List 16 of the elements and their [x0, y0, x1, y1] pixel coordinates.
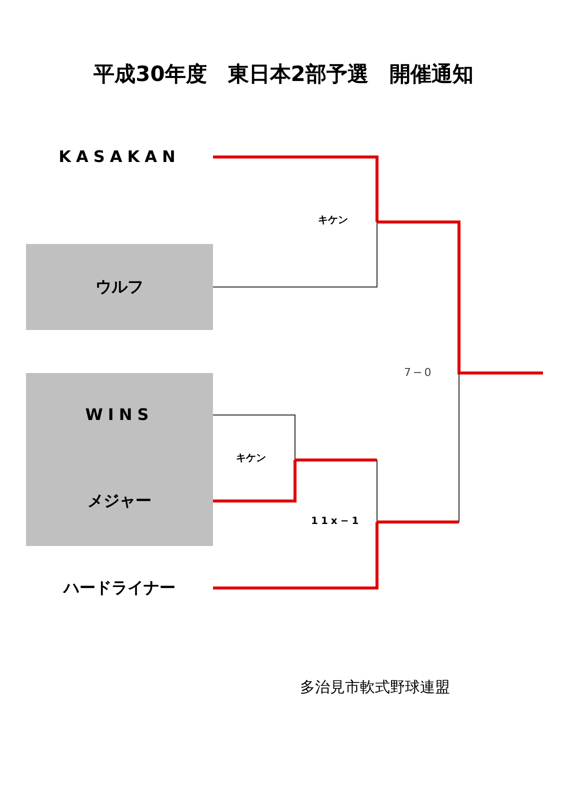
- team-box: メジャー: [26, 460, 213, 546]
- result-label: キケン: [318, 215, 348, 227]
- bracket-line: [213, 522, 378, 590]
- result-label: キケン: [236, 453, 266, 465]
- bracket-line: [213, 156, 378, 222]
- team-box: WINS: [26, 373, 213, 460]
- bracket-line: [213, 460, 296, 502]
- result-label: 7−0: [404, 366, 434, 380]
- team-name: KASAKAN: [26, 147, 213, 167]
- team-name: ハードライナー: [26, 578, 213, 598]
- team-box: ウルフ: [26, 244, 213, 330]
- bracket-line: [212, 222, 378, 288]
- bracket-line: [212, 414, 296, 460]
- title: 平成30年度 東日本2部予選 開催通知: [92, 61, 474, 88]
- result-label: 11x−1: [311, 516, 362, 528]
- organizer-name: 多治見市軟式野球連盟: [300, 678, 450, 696]
